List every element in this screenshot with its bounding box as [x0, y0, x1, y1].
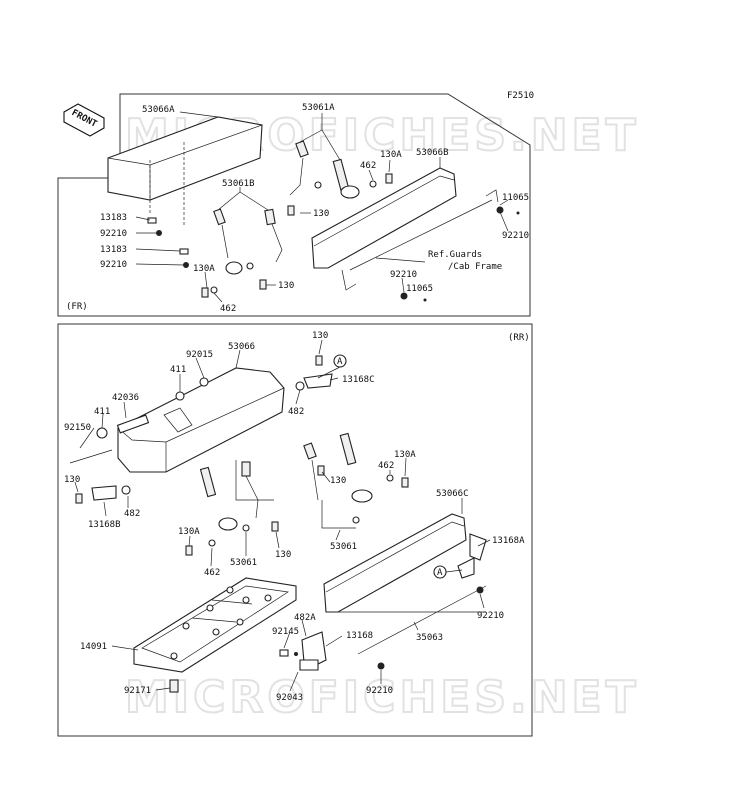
label-13168A: 13168A: [492, 536, 525, 546]
label-14091: 14091: [80, 642, 107, 652]
front-arrow-icon: FRONT: [63, 103, 105, 137]
rear-section-frame: [57, 323, 533, 737]
label-482-rear-b: 482: [124, 509, 140, 519]
rear-tube: [357, 585, 487, 655]
label-462-front-b: 462: [220, 304, 236, 314]
label-482-rear-a: 482: [288, 407, 304, 417]
label-130-rear-c: 130: [64, 475, 80, 485]
rear-backrest: [323, 513, 487, 613]
callout-a-top: A: [317, 354, 347, 379]
label-130-rear-b: 130: [330, 476, 346, 486]
label-130-front-b: 130: [278, 281, 294, 291]
label-130A-front-a: 130A: [380, 150, 402, 160]
rear-labels: 130 92015 53066 13168C 411 482 42036 411…: [64, 331, 525, 703]
label-92210-front-a: 92210: [502, 231, 529, 241]
label-11065-front-a: 11065: [502, 193, 529, 203]
label-130A-rear-b: 130A: [178, 527, 200, 537]
floor-tray: [133, 577, 297, 673]
label-ref-guards: Ref.Guards: [428, 250, 482, 260]
label-92210-rear-a: 92210: [477, 611, 504, 621]
label-35063: 35063: [416, 633, 443, 643]
rear-fasteners: [69, 355, 484, 693]
rear-section-tag: (RR): [508, 333, 530, 343]
label-462-front-a: 462: [360, 161, 376, 171]
label-13183-front-a: 13183: [100, 213, 127, 223]
label-53061B: 53061B: [222, 179, 255, 189]
label-53066B: 53066B: [416, 148, 449, 158]
label-462-rear-a: 462: [378, 461, 394, 471]
label-92171: 92171: [124, 686, 151, 696]
label-13168C: 13168C: [342, 375, 375, 385]
label-92145: 92145: [272, 627, 299, 637]
front-seatbelt-right: [289, 129, 360, 199]
label-130A-rear-a: 130A: [394, 450, 416, 460]
label-13183-front-b: 13183: [100, 245, 127, 255]
watermark-bottom: MICROFICHES.NET: [125, 672, 640, 723]
callout-a-bottom: A: [433, 565, 463, 579]
svg-text:A: A: [337, 357, 343, 367]
rear-seat-cushion: [117, 367, 285, 473]
front-section-tag: (FR): [66, 302, 88, 312]
label-cab-frame: /Cab Frame: [448, 262, 502, 272]
label-130A-front-b: 130A: [193, 264, 215, 274]
rear-seatbelt-right: [303, 432, 373, 529]
label-130-rear-a: 130: [312, 331, 328, 341]
label-130-rear-d: 130: [275, 550, 291, 560]
label-130-front-a: 130: [313, 209, 329, 219]
label-53061-rear-a: 53061: [230, 558, 257, 568]
label-53066A: 53066A: [142, 105, 175, 115]
label-92210-rear-b: 92210: [366, 686, 393, 696]
label-92150: 92150: [64, 423, 91, 433]
label-42036: 42036: [112, 393, 139, 403]
label-53061A: 53061A: [302, 103, 335, 113]
label-92210-front-b: 92210: [100, 229, 127, 239]
svg-text:A: A: [437, 568, 443, 578]
front-labels: 53066A 53061A 462 130A 53066B 53061B 130…: [100, 103, 529, 314]
front-seatbelt-left: [213, 191, 283, 275]
label-53066: 53066: [228, 342, 255, 352]
label-411-rear-a: 411: [170, 365, 186, 375]
label-92043: 92043: [276, 693, 303, 703]
label-92210-front-c: 92210: [100, 260, 127, 270]
figure-code: F2510: [507, 91, 534, 101]
label-92210-front-d: 92210: [390, 270, 417, 280]
front-leaders: [135, 111, 509, 303]
label-92015: 92015: [186, 350, 213, 360]
rear-leaders: [74, 339, 491, 692]
label-11065-front-b: 11065: [406, 284, 433, 294]
label-411-rear-b: 411: [94, 407, 110, 417]
label-53066C: 53066C: [436, 489, 469, 499]
rear-bracket: [299, 631, 327, 671]
label-462-rear-b: 462: [204, 568, 220, 578]
label-53061-rear-b: 53061: [330, 542, 357, 552]
label-482A: 482A: [294, 613, 316, 623]
rear-seatbelt-left: [199, 460, 274, 532]
label-13168B: 13168B: [88, 520, 121, 530]
label-13168: 13168: [346, 631, 373, 641]
